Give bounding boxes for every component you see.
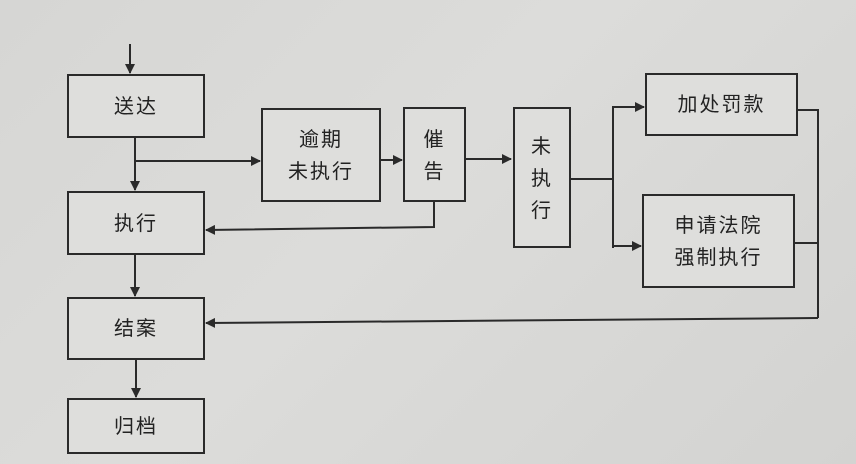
node-close-case-label: 结案: [114, 316, 158, 340]
node-archive: 归档: [67, 398, 205, 454]
node-execute: 执行: [67, 191, 205, 255]
node-close-case: 结案: [67, 297, 205, 360]
node-overdue: 逾期 未执行: [261, 108, 381, 202]
node-court-line1: 申请法院: [674, 213, 763, 237]
node-court: 申请法院 强制执行: [642, 194, 795, 288]
node-add-fine-label: 加处罚款: [677, 92, 766, 116]
edge-urge-execute: [205, 200, 435, 235]
node-add-fine: 加处罚款: [645, 73, 798, 136]
node-overdue-line1: 逾期: [299, 127, 343, 151]
node-not-executed-line2: 执: [531, 165, 553, 190]
node-execute-label: 执行: [114, 210, 158, 235]
edge-fork-add-fine: [612, 102, 645, 248]
edge-bus-close-case: [205, 317, 819, 328]
node-not-executed-line1: 未: [531, 133, 553, 158]
node-court-line2: 强制执行: [674, 245, 763, 269]
node-archive-label: 归档: [114, 413, 158, 438]
edge-add-fine-bus: [797, 109, 819, 318]
node-not-executed: 未 执 行: [513, 107, 571, 248]
node-not-executed-line3: 行: [531, 197, 553, 222]
node-service: 送达: [67, 74, 205, 138]
node-urge: 催 告: [403, 107, 466, 202]
node-urge-line2: 告: [423, 158, 446, 183]
node-urge-line1: 催: [423, 126, 446, 151]
edge-fork-court: [612, 179, 642, 251]
node-service-label: 送达: [114, 93, 158, 118]
node-overdue-line2: 未执行: [288, 159, 354, 183]
